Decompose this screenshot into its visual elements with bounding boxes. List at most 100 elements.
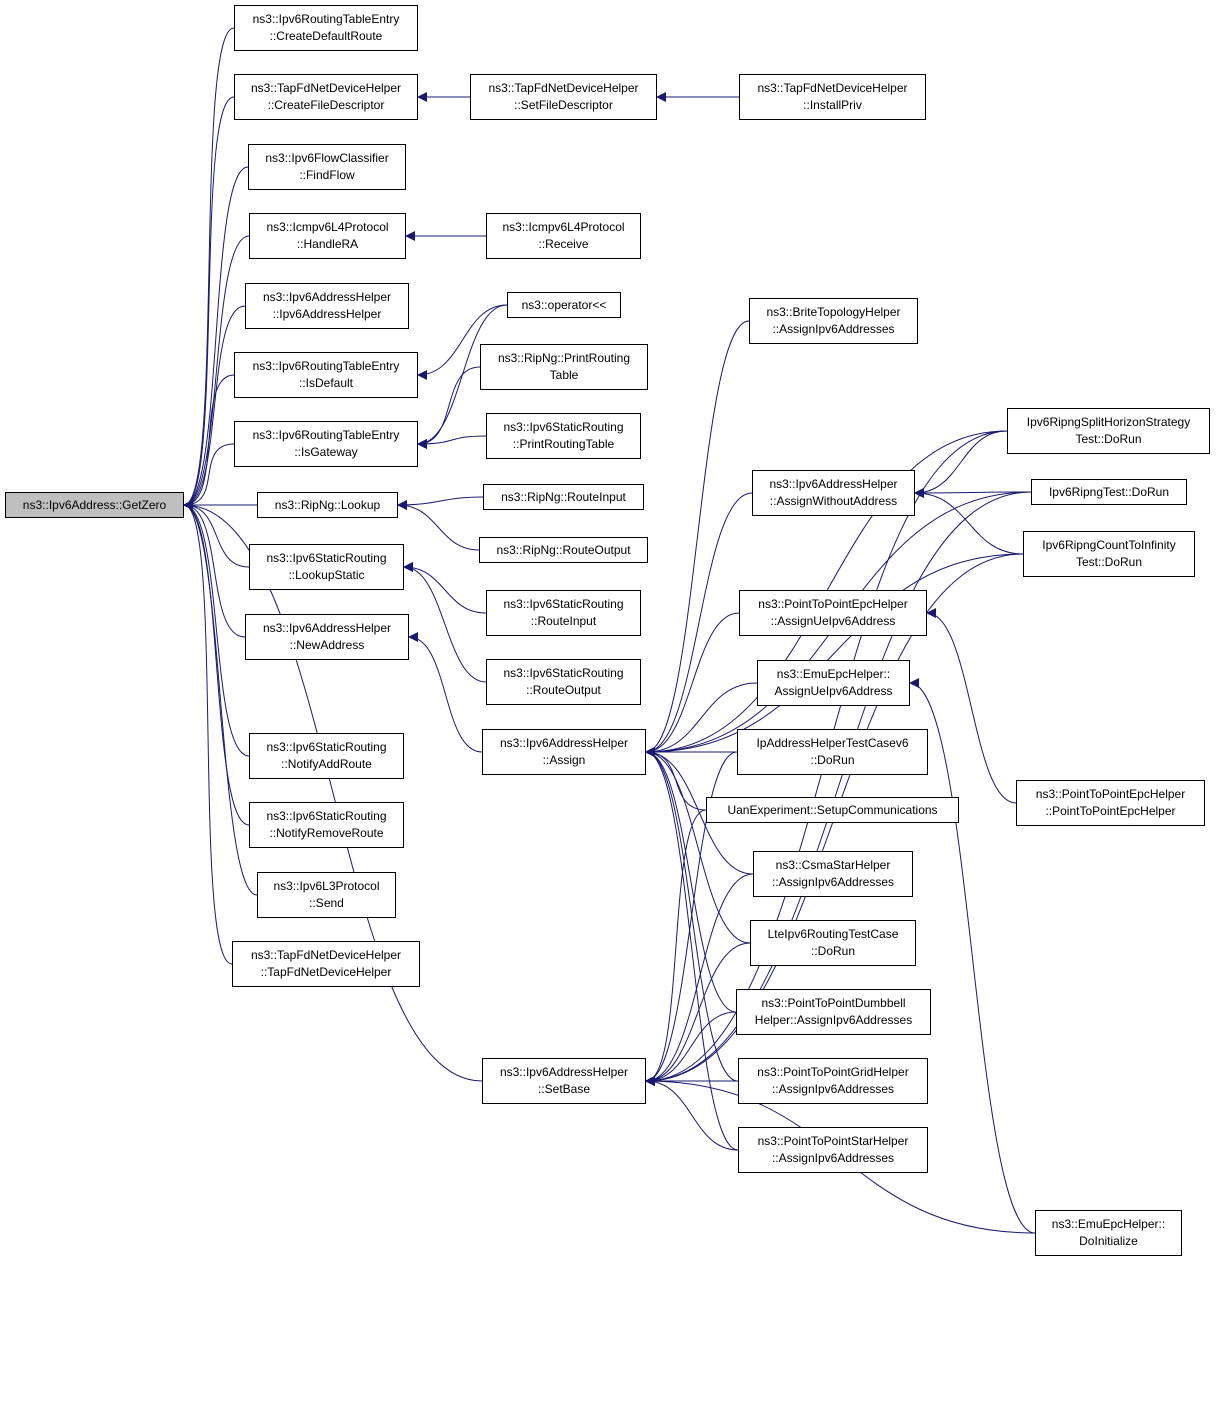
node-label: ns3::Ipv6RoutingTableEntry [252,428,400,442]
call-edge [397,496,484,510]
function-node[interactable]: ns3::Ipv6StaticRouting::RouteOutput [486,659,641,705]
node-label: ::AssignIpv6Addresses [771,875,895,889]
function-node[interactable]: LteIpv6RoutingTestCase::DoRun [750,920,916,966]
function-node[interactable]: ns3::Ipv6StaticRouting::PrintRoutingTabl… [486,413,641,459]
node-label: Helper::AssignIpv6Addresses [754,1013,913,1027]
call-edge [645,320,750,757]
node-label: ns3::TapFdNetDeviceHelper [757,81,908,95]
call-edge [909,678,1036,1234]
call-edge [645,492,753,757]
node-label: ::Send [309,896,344,910]
call-edge [645,682,758,757]
function-node[interactable]: ns3::EmuEpcHelper::AssignUeIpv6Address [757,660,910,706]
function-node[interactable]: ns3::Ipv6FlowClassifier::FindFlow [248,144,406,190]
function-node[interactable]: ns3::PointToPointStarHelper::AssignIpv6A… [738,1127,928,1173]
node-label: ns3::Ipv6FlowClassifier [265,151,389,165]
function-node[interactable]: ns3::CsmaStarHelper::AssignIpv6Addresses [753,851,913,897]
function-node[interactable]: ns3::Ipv6RoutingTableEntry::CreateDefaul… [234,5,418,51]
function-node[interactable]: ns3::PointToPointEpcHelper::AssignUeIpv6… [739,590,927,636]
node-label: ::LookupStatic [288,568,365,582]
node-label: ::Ipv6AddressHelper [272,307,382,321]
node-label: Test::DoRun [1075,432,1142,446]
call-edge [403,562,487,614]
node-label: Test::DoRun [1075,555,1143,569]
function-node[interactable]: ns3::PointToPointEpcHelper::PointToPoint… [1016,780,1205,826]
node-label: ::IsGateway [294,445,358,459]
function-node[interactable]: ns3::Icmpv6L4Protocol::Receive [486,213,641,259]
node-label: Ipv6RipngTest::DoRun [1048,484,1170,499]
function-node[interactable]: ns3::Ipv6AddressHelper::Assign [482,729,646,775]
call-edge [914,487,1032,498]
function-node[interactable]: ns3::Ipv6StaticRouting::NotifyRemoveRout… [249,802,404,848]
call-edge [183,235,250,510]
node-label: ns3::EmuEpcHelper:: [1051,1217,1166,1231]
node-label: ns3::Ipv6StaticRouting [266,551,387,565]
function-node[interactable]: ns3::Ipv6AddressHelper::Ipv6AddressHelpe… [245,283,409,329]
function-node[interactable]: ns3::Ipv6L3Protocol::Send [257,872,396,918]
node-label: ::NotifyAddRoute [281,757,372,771]
node-label: ::NotifyRemoveRoute [269,826,384,840]
call-edge [183,500,483,1082]
call-edge [183,305,246,510]
node-label: ::RouteOutput [526,683,601,697]
function-node[interactable]: ns3::Ipv6StaticRouting::RouteInput [486,590,641,636]
node-label: LteIpv6RoutingTestCase [767,927,899,941]
function-node[interactable]: ns3::Ipv6StaticRouting::LookupStatic [249,544,404,590]
function-node[interactable]: ns3::BriteTopologyHelper::AssignIpv6Addr… [749,298,918,344]
call-edge [183,500,246,638]
call-edge [183,500,250,826]
function-node[interactable]: ns3::PointToPointGridHelper::AssignIpv6A… [738,1058,928,1104]
function-node[interactable]: ns3::Icmpv6L4Protocol::HandleRA [249,213,406,259]
function-node[interactable]: ns3::Ipv6StaticRouting::NotifyAddRoute [249,733,404,779]
node-label: ::CreateFileDescriptor [267,98,385,112]
node-label: ::PrintRoutingTable [512,437,615,451]
function-node[interactable]: Ipv6RipngTest::DoRun [1031,479,1187,505]
node-label: ns3::Ipv6L3Protocol [273,879,380,893]
function-node[interactable]: ns3::EmuEpcHelper::DoInitialize [1035,1210,1182,1256]
function-node[interactable]: ns3::TapFdNetDeviceHelper::CreateFileDes… [234,74,418,120]
node-label: ns3::operator<< [521,297,607,312]
function-node[interactable]: ns3::Ipv6RoutingTableEntry::IsGateway [234,421,418,467]
node-label: ::CreateDefaultRoute [269,29,383,43]
function-node[interactable]: ns3::TapFdNetDeviceHelper::SetFileDescri… [470,74,657,120]
function-node[interactable]: ns3::Ipv6AddressHelper::AssignWithoutAdd… [752,470,915,516]
function-node[interactable]: ns3::RipNg::Lookup [257,492,398,518]
call-edge [645,809,707,1086]
function-node[interactable]: UanExperiment::SetupCommunications [706,797,959,823]
function-node[interactable]: ns3::RipNg::RouteInput [483,484,644,510]
node-label: ::Assign [542,753,586,767]
function-node[interactable]: ns3::TapFdNetDeviceHelper::TapFdNetDevic… [232,941,420,987]
function-node[interactable]: ns3::Ipv6AddressHelper::SetBase [482,1058,646,1104]
function-node[interactable]: ns3::operator<< [507,292,621,318]
node-label: ::AssignIpv6Addresses [772,322,895,336]
call-edge [914,430,1008,498]
node-label: ::Receive [538,237,589,251]
node-label: ns3::Ipv6Address::GetZero [22,497,167,512]
function-node[interactable]: ns3::Ipv6RoutingTableEntry::IsDefault [234,352,418,398]
call-edge [926,608,1017,804]
node-label: ns3::PointToPointDumbbell [761,996,906,1010]
node-label: ::RouteInput [530,614,597,628]
function-node[interactable]: ns3::Ipv6AddressHelper::NewAddress [245,614,409,660]
node-label: ::InstallPriv [803,98,862,112]
node-label: ns3::Ipv6StaticRouting [266,809,387,823]
call-edge [914,488,1024,555]
call-edge [645,1011,737,1086]
call-edge [183,500,233,965]
node-label: ns3::PointToPointEpcHelper [758,597,908,611]
node-label: ns3::Ipv6StaticRouting [503,420,624,434]
function-node[interactable]: IpAddressHelperTestCasev6::DoRun [737,729,928,775]
node-label: ns3::PointToPointEpcHelper [1035,787,1186,801]
call-edge [183,443,235,510]
node-label: Table [549,368,579,382]
function-node[interactable]: ns3::RipNg::RouteOutput [479,537,648,563]
call-edge [417,366,481,449]
node-label: ns3::Ipv6AddressHelper [262,290,392,304]
function-node[interactable]: ns3::TapFdNetDeviceHelper::InstallPriv [739,74,926,120]
node-label: ns3::PointToPointStarHelper [757,1134,909,1148]
